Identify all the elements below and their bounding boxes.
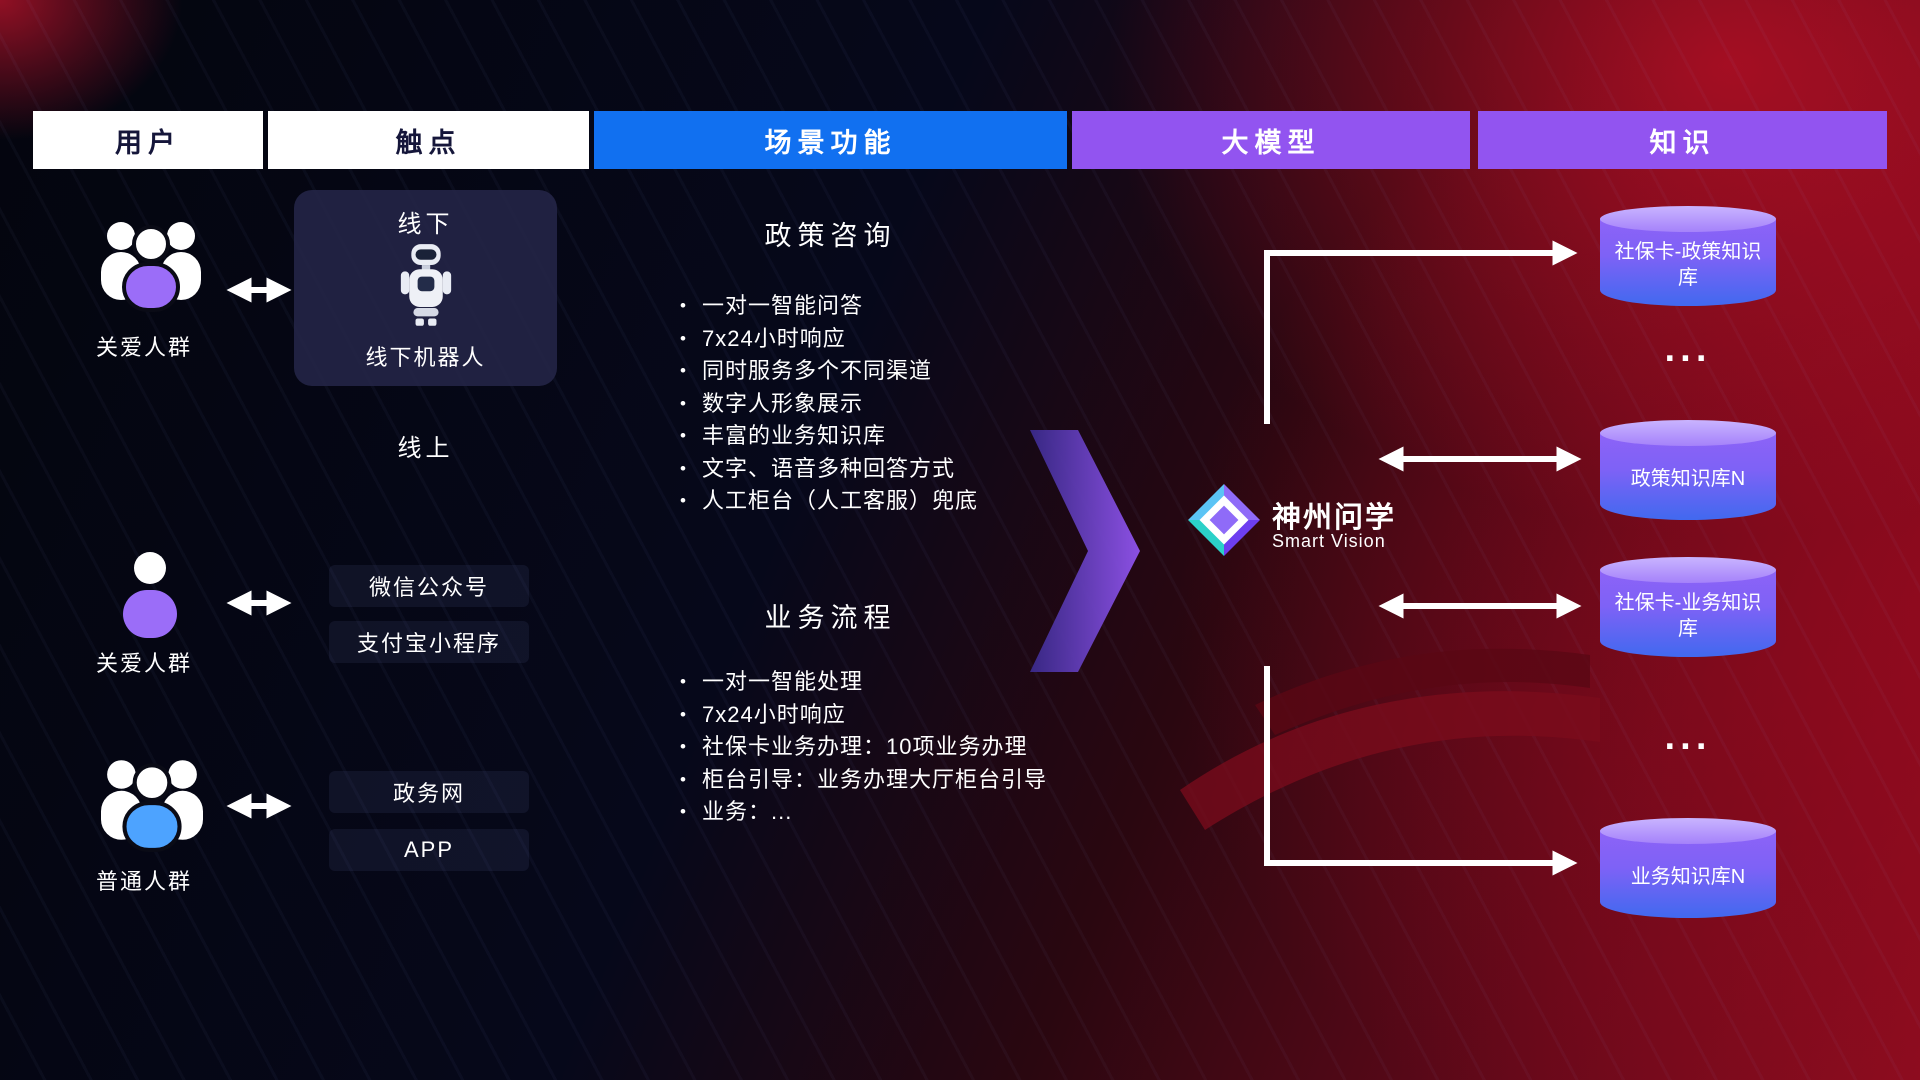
arrow-model-kb1 xyxy=(1264,240,1578,424)
scenario-title-business: 业务流程 xyxy=(764,603,897,633)
feature-item: 7x24小时响应 xyxy=(678,699,1098,732)
header-touchpoint: 触点 xyxy=(268,111,589,169)
model-subtitle: Smart Vision xyxy=(1272,531,1386,551)
knowledge-db-cylinder: 社保卡-业务知识库 xyxy=(1600,557,1776,657)
cylinder-cap xyxy=(1600,818,1776,844)
general-group-icon xyxy=(101,760,203,852)
kb-label: 政策知识库N xyxy=(1630,468,1746,490)
feature-item: 文字、语音多种回答方式 xyxy=(678,453,1098,486)
model-name: 神州问学 xyxy=(1272,502,1397,534)
model-logo-icon xyxy=(1188,484,1260,556)
business-feature-list: 一对一智能处理 7x24小时响应 社保卡业务办理：10项业务办理 柜台引导：业务… xyxy=(678,666,1098,829)
cylinder-cap xyxy=(1600,557,1776,583)
kb-label: 社保卡-业务知识库 xyxy=(1614,592,1762,640)
knowledge-db-cylinder: 政策知识库N xyxy=(1600,420,1776,520)
feature-item: 社保卡业务办理：10项业务办理 xyxy=(678,731,1098,764)
cylinder-body xyxy=(1600,433,1776,520)
feature-item: 7x24小时响应 xyxy=(678,323,1098,356)
arrow-model-kb4 xyxy=(1264,666,1578,876)
scenario-title-policy: 政策咨询 xyxy=(764,221,897,251)
cylinder-body xyxy=(1600,570,1776,657)
feature-item: 丰富的业务知识库 xyxy=(678,420,1098,453)
cylinder-cap xyxy=(1600,420,1776,446)
offline-title: 线下 xyxy=(397,211,454,238)
offline-robot-label: 线下机器人 xyxy=(365,345,486,370)
user-label-1: 关爱人群 xyxy=(95,335,192,360)
feature-item: 人工柜台（人工客服）兜底 xyxy=(678,485,1098,518)
user-label-3: 普通人群 xyxy=(95,869,192,894)
header-scenario: 场景功能 xyxy=(594,111,1067,169)
feature-item: 同时服务多个不同渠道 xyxy=(678,355,1098,388)
feature-item: 一对一智能处理 xyxy=(678,666,1098,699)
robot-icon xyxy=(400,244,451,326)
cylinder-cap xyxy=(1600,206,1776,232)
offline-touchpoint-card: 线下 线下机器人 xyxy=(294,190,557,386)
feature-item: 一对一智能问答 xyxy=(678,290,1098,323)
kb-label: 社保卡-政策知识库 xyxy=(1614,241,1762,289)
channel-app: APP xyxy=(329,829,529,871)
cylinder-body xyxy=(1600,831,1776,918)
channel-gov-web: 政务网 xyxy=(329,771,529,813)
channel-alipay: 支付宝小程序 xyxy=(329,621,529,663)
online-title: 线上 xyxy=(397,435,454,462)
care-group-icon xyxy=(101,222,201,312)
ellipsis-more: ··· xyxy=(1664,726,1712,768)
header-knowledge: 知识 xyxy=(1478,111,1887,169)
header-users: 用户 xyxy=(33,111,263,169)
knowledge-db-cylinder: 社保卡-政策知识库 xyxy=(1600,206,1776,306)
policy-feature-list: 一对一智能问答 7x24小时响应 同时服务多个不同渠道 数字人形象展示 丰富的业… xyxy=(678,290,1098,518)
cylinder-body xyxy=(1600,219,1776,306)
header-model: 大模型 xyxy=(1072,111,1470,169)
knowledge-db-cylinder: 业务知识库N xyxy=(1600,818,1776,918)
ellipsis-more: ··· xyxy=(1664,338,1712,380)
feature-item: 数字人形象展示 xyxy=(678,388,1098,421)
kb-label: 业务知识库N xyxy=(1630,866,1746,888)
channel-wechat: 微信公众号 xyxy=(329,565,529,607)
user-label-2: 关爱人群 xyxy=(95,651,192,676)
feature-item: 业务：... xyxy=(678,796,1098,829)
care-person-icon xyxy=(123,552,177,638)
feature-item: 柜台引导：业务办理大厅柜台引导 xyxy=(678,764,1098,797)
